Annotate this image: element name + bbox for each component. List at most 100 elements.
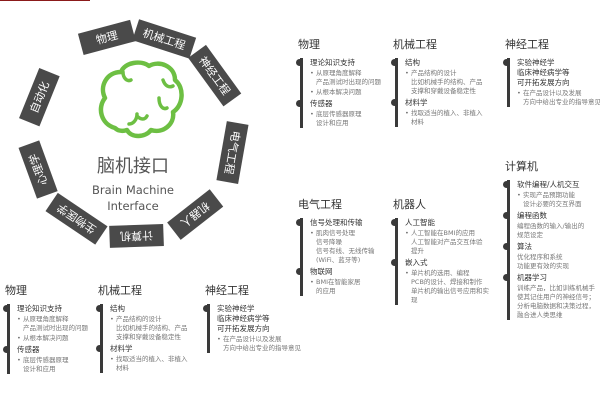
timeline-dot-icon bbox=[391, 59, 398, 66]
item-heading: 算法 bbox=[517, 242, 532, 251]
timeline-item: 实验神经学 临床神经病学等 可开拓发展方向在产品设计以及发展 方向中给出专业的指… bbox=[203, 304, 305, 353]
ring-segment-label: 自动化 bbox=[19, 68, 60, 127]
bmi-ring-diagram: 脑机接口 Brain Machine Interface 物理机械工程神经工程电… bbox=[0, 0, 270, 270]
center-title-en-line1: Brain Machine bbox=[92, 183, 174, 197]
center-title-cn: 脑机接口 bbox=[97, 156, 169, 177]
timeline: 软件编程/人机交互实现产品预期功能 设计必要的交互界面编程函数编程函数的输入/输… bbox=[503, 180, 600, 320]
timeline-dot-icon bbox=[296, 59, 303, 66]
item-bullet: 从根本解决问题 bbox=[310, 88, 398, 97]
section-mechanical-bottom: 机械工程结构产品结构的设计 比如机械手的结构、产品 支撑和穿戴设备稳定性材料学找… bbox=[96, 282, 198, 375]
section-title: 机器人 bbox=[393, 198, 426, 211]
timeline-item: 算法优化程序和系统 功能更有效的实现 bbox=[503, 242, 600, 271]
timeline-item: 嵌入式单片机的选用、编程 PCB的设计、焊接和制作 单片机的输出信号应用和实现 bbox=[391, 258, 493, 305]
section-title: 电气工程 bbox=[298, 198, 342, 211]
timeline: 理论知识支持从原理角度解释 产品测试时出现的问题从根本解决问题传感器底层传感器原… bbox=[296, 58, 398, 128]
item-bullet: 单片机的选用、编程 PCB的设计、焊接和制作 单片机的输出信号应用和实现 bbox=[405, 269, 493, 305]
timeline-dot-icon bbox=[96, 305, 103, 312]
item-bullet: 底层传感器原理 设计和应用 bbox=[310, 110, 398, 128]
timeline: 结构产品结构的设计 比如机械手的结构、产品 支撑和穿戴设备稳定性材料学找取适当的… bbox=[96, 304, 198, 373]
timeline: 人工智能人工智能在BMI的应用 人工智能对产品交互体验 提升嵌入式单片机的选用、… bbox=[391, 218, 493, 305]
timeline-dot-icon bbox=[203, 305, 210, 312]
timeline-dot-icon bbox=[96, 345, 103, 352]
item-bullet: 肌肉信号处理 信号降噪 信号有线、无线传输 (WiFi、蓝牙等) bbox=[310, 229, 398, 265]
timeline-dot-icon bbox=[296, 100, 303, 107]
item-heading: 软件编程/人机交互 bbox=[517, 180, 580, 189]
timeline-dot-icon bbox=[391, 259, 398, 266]
item-description: 优化程序和系统 功能更有效的实现 bbox=[517, 253, 569, 270]
item-heading: 材料学 bbox=[110, 344, 133, 353]
timeline: 实验神经学 临床神经病学等 可开拓发展方向在产品设计以及发展 方向中给出专业的指… bbox=[203, 304, 305, 353]
item-heading: 信号处理和传输 bbox=[310, 218, 363, 227]
item-bullet: 实现产品预期功能 设计必要的交互界面 bbox=[517, 191, 600, 209]
section-electrical: 电气工程信号处理和传输肌肉信号处理 信号降噪 信号有线、无线传输 (WiFi、蓝… bbox=[296, 196, 398, 298]
timeline-dot-icon bbox=[503, 212, 510, 219]
item-heading: 物联网 bbox=[310, 267, 333, 276]
timeline-item: 软件编程/人机交互实现产品预期功能 设计必要的交互界面 bbox=[503, 180, 600, 209]
timeline-item: 编程函数编程函数的输入/输出的 规范设定 bbox=[503, 211, 600, 240]
center-title-en: Brain Machine Interface bbox=[70, 182, 196, 214]
item-heading: 理论知识支持 bbox=[310, 58, 355, 67]
timeline-item: 材料学找取适当的植入、非植入 材料 bbox=[96, 344, 198, 373]
timeline-dot-icon bbox=[296, 268, 303, 275]
section-title: 机械工程 bbox=[393, 38, 437, 51]
timeline: 信号处理和传输肌肉信号处理 信号降噪 信号有线、无线传输 (WiFi、蓝牙等)物… bbox=[296, 218, 398, 296]
ring-segment-label: 计算机 bbox=[109, 224, 164, 248]
item-bullet: BMI在智能家居 的应用 bbox=[310, 278, 398, 296]
section-physics-bottom: 物理理论知识支持从原理角度解释 产品测试时出现的问题从根本解决问题传感器底层传感… bbox=[3, 282, 105, 376]
item-bullet: 找取适当的植入、非植入 材料 bbox=[405, 109, 493, 127]
timeline: 实验神经学 临床神经病学等 可开拓发展方向在产品设计以及发展 方向中给出专业的指… bbox=[503, 58, 600, 107]
section-mechanical-top: 机械工程结构产品结构的设计 比如机械手的结构、产品 支撑和穿戴设备稳定性材料学找… bbox=[391, 36, 493, 129]
section-title: 神经工程 bbox=[505, 38, 549, 51]
section-physics-top: 物理理论知识支持从原理角度解释 产品测试时出现的问题从根本解决问题传感器底层传感… bbox=[296, 36, 398, 130]
item-heading: 传感器 bbox=[17, 345, 40, 354]
item-bullet: 在产品设计以及发展 方向中给出专业的指导意见 bbox=[517, 89, 600, 107]
item-description: 编程函数的输入/输出的 规范设定 bbox=[517, 222, 585, 239]
timeline-item: 机器学习训练产品，比如训练机械手 使其记住用户的神经信号； 分析电脑数据和决策过… bbox=[503, 273, 600, 320]
timeline-dot-icon bbox=[391, 99, 398, 106]
section-robot: 机器人人工智能人工智能在BMI的应用 人工智能对产品交互体验 提升嵌入式单片机的… bbox=[391, 196, 493, 307]
timeline-item: 实验神经学 临床神经病学等 可开拓发展方向在产品设计以及发展 方向中给出专业的指… bbox=[503, 58, 600, 107]
timeline-item: 物联网 BMI在智能家居 的应用 bbox=[296, 267, 398, 296]
item-heading: 机器学习 bbox=[517, 273, 547, 282]
top-accent-line bbox=[0, 0, 90, 1]
item-heading: 编程函数 bbox=[517, 211, 547, 220]
ring-segment-label: 心理学 bbox=[18, 140, 58, 199]
section-title: 机械工程 bbox=[98, 284, 142, 297]
timeline-item: 结构产品结构的设计 比如机械手的结构、产品 支撑和穿戴设备稳定性 bbox=[391, 58, 493, 96]
timeline-item: 材料学找取适当的植入、非植入 材料 bbox=[391, 98, 493, 127]
timeline-item: 结构产品结构的设计 比如机械手的结构、产品 支撑和穿戴设备稳定性 bbox=[96, 304, 198, 342]
item-heading: 材料学 bbox=[405, 98, 428, 107]
item-heading: 结构 bbox=[110, 304, 125, 313]
timeline-item: 理论知识支持从原理角度解释 产品测试时出现的问题从根本解决问题 bbox=[296, 58, 398, 97]
timeline-dot-icon bbox=[503, 59, 510, 66]
timeline-dot-icon bbox=[503, 181, 510, 188]
item-bullet: 从根本解决问题 bbox=[17, 334, 105, 343]
section-title: 物理 bbox=[5, 284, 27, 297]
item-bullet: 在产品设计以及发展 方向中给出专业的指导意见 bbox=[217, 335, 305, 353]
timeline-item: 理论知识支持从原理角度解释 产品测试时出现的问题从根本解决问题 bbox=[3, 304, 105, 343]
center-title-en-line2: Interface bbox=[107, 199, 159, 213]
ring-segment-label: 神经工程 bbox=[188, 44, 242, 107]
timeline-dot-icon bbox=[3, 346, 10, 353]
item-heading: 理论知识支持 bbox=[17, 304, 62, 313]
timeline-item: 传感器底层传感器原理 设计和应用 bbox=[3, 345, 105, 374]
item-heading: 人工智能 bbox=[405, 218, 435, 227]
timeline-dot-icon bbox=[391, 219, 398, 226]
item-bullet: 从原理角度解释 产品测试时出现的问题 bbox=[310, 69, 398, 87]
timeline: 理论知识支持从原理角度解释 产品测试时出现的问题从根本解决问题传感器底层传感器原… bbox=[3, 304, 105, 374]
section-title: 物理 bbox=[298, 38, 320, 51]
timeline-item: 信号处理和传输肌肉信号处理 信号降噪 信号有线、无线传输 (WiFi、蓝牙等) bbox=[296, 218, 398, 265]
section-title: 计算机 bbox=[505, 160, 538, 173]
brain-icon bbox=[98, 60, 184, 139]
section-title: 神经工程 bbox=[205, 284, 249, 297]
item-bullet: 产品结构的设计 比如机械手的结构、产品 支撑和穿戴设备稳定性 bbox=[405, 69, 493, 96]
ring-segment-label: 电气工程 bbox=[216, 121, 249, 184]
timeline-dot-icon bbox=[503, 243, 510, 250]
item-heading: 传感器 bbox=[310, 99, 333, 108]
item-heading: 结构 bbox=[405, 58, 420, 67]
timeline-item: 传感器底层传感器原理 设计和应用 bbox=[296, 99, 398, 128]
timeline-item: 人工智能人工智能在BMI的应用 人工智能对产品交互体验 提升 bbox=[391, 218, 493, 256]
timeline: 结构产品结构的设计 比如机械手的结构、产品 支撑和穿戴设备稳定性材料学找取适当的… bbox=[391, 58, 493, 127]
